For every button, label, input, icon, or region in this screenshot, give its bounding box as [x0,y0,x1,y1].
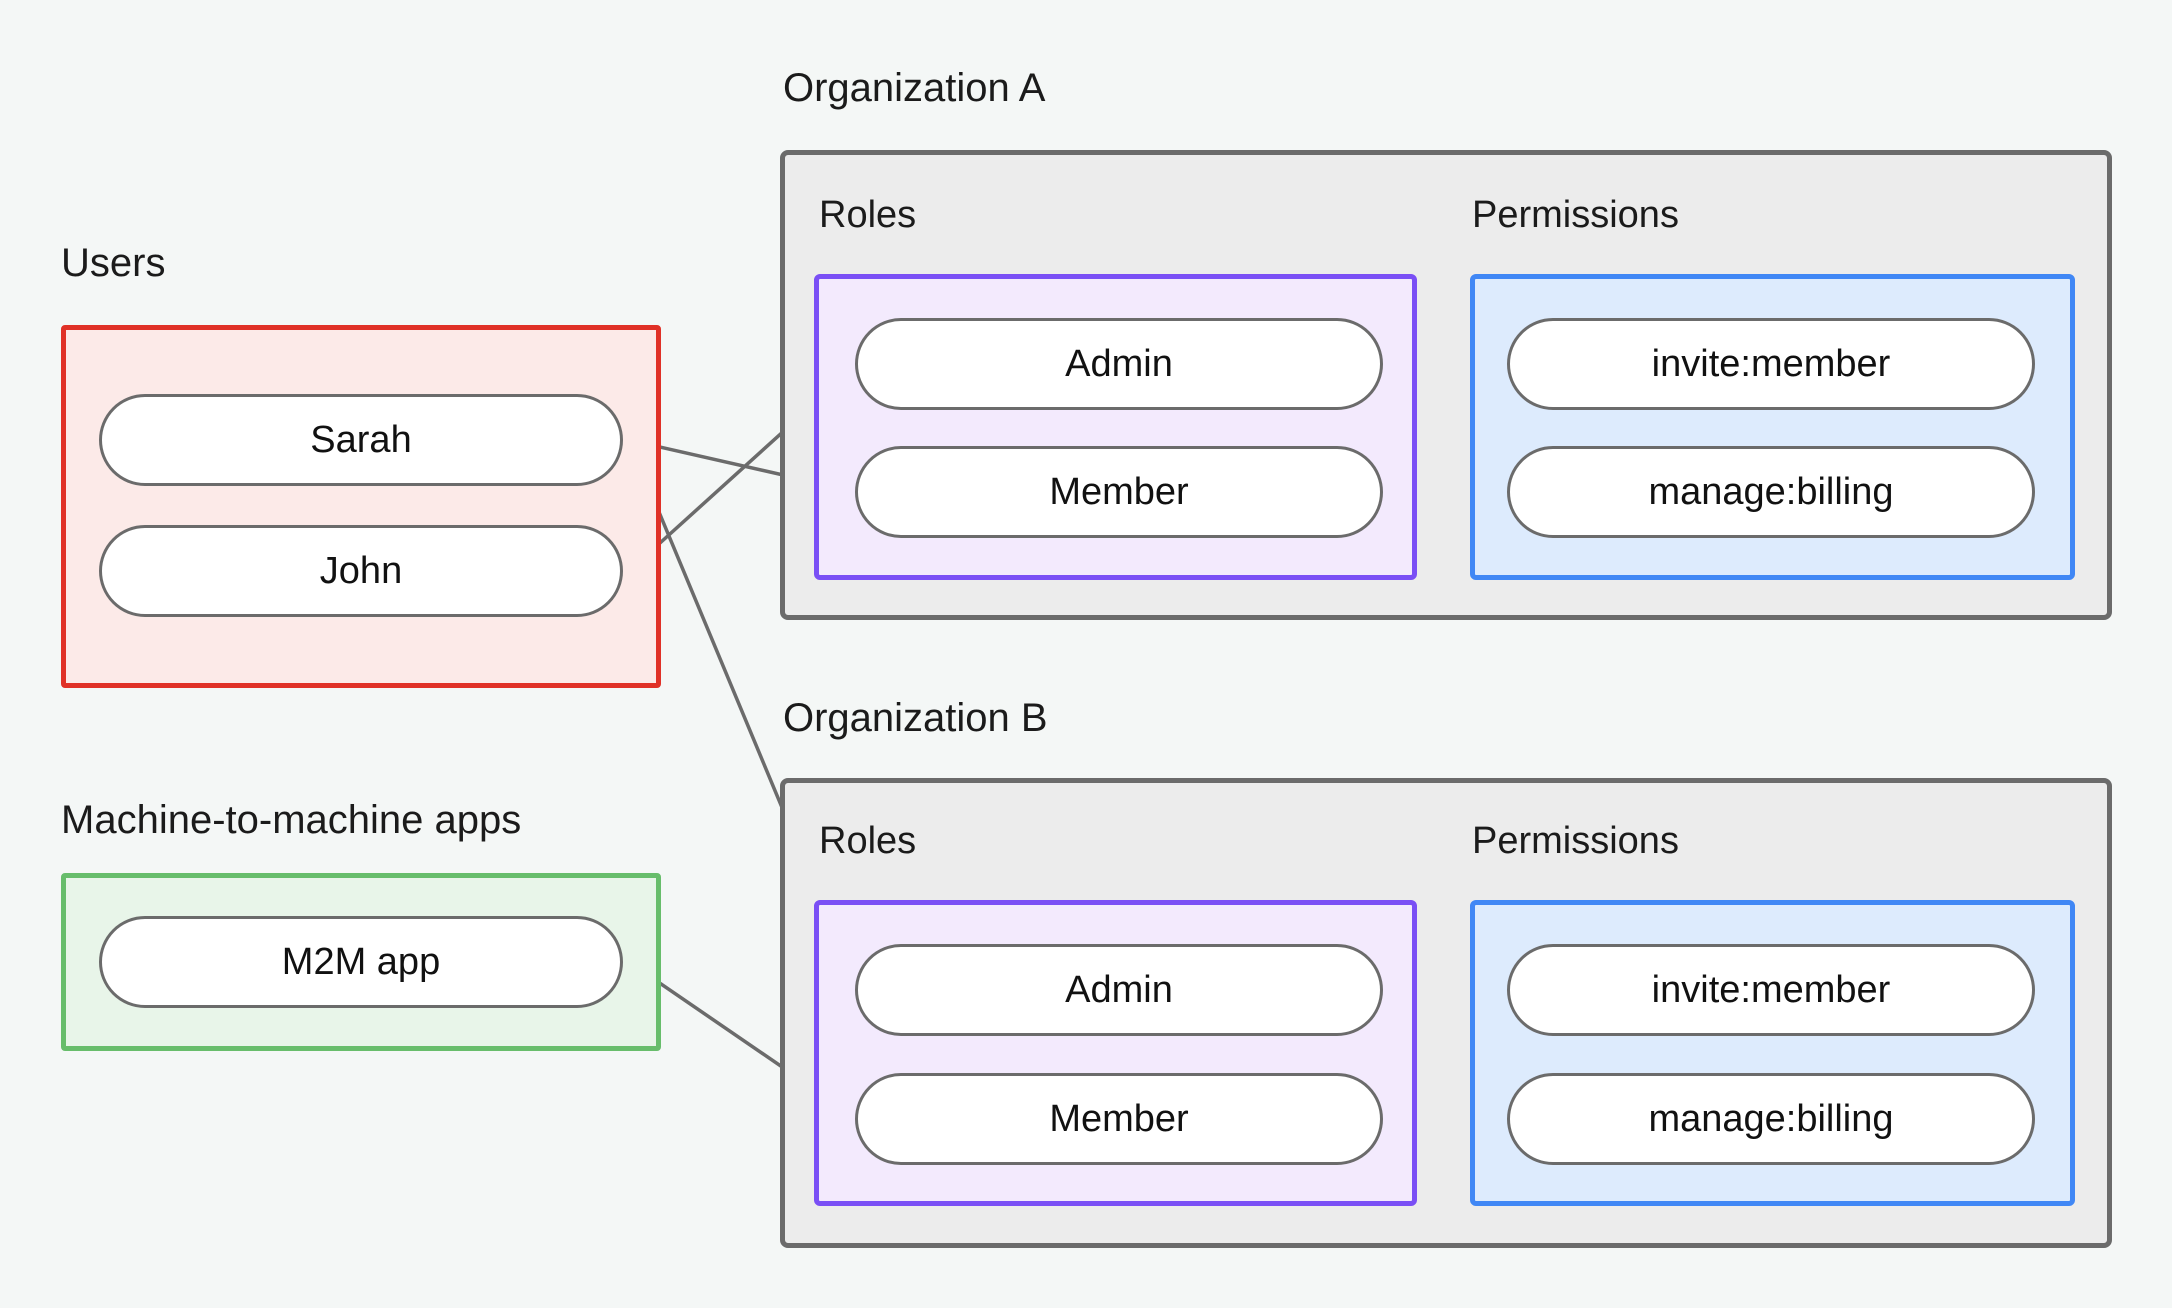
org-a-role-member[interactable]: Member [855,446,1383,538]
org-a-role-admin[interactable]: Admin [855,318,1383,410]
user-node-sarah[interactable]: Sarah [99,394,623,486]
org-b-caption: Organization B [783,696,1048,740]
org-a-permission-invite-member[interactable]: invite:member [1507,318,2035,410]
m2m-caption: Machine-to-machine apps [61,798,522,842]
org-a-roles-caption: Roles [819,194,917,236]
org-b-permission-invite-member[interactable]: invite:member [1507,944,2035,1036]
org-b-role-admin[interactable]: Admin [855,944,1383,1036]
org-b-permission-manage-billing[interactable]: manage:billing [1507,1073,2035,1165]
m2m-node-app[interactable]: M2M app [99,916,623,1008]
org-b-role-member[interactable]: Member [855,1073,1383,1165]
org-a-caption: Organization A [783,66,1046,110]
users-group [61,325,661,688]
users-caption: Users [61,241,166,285]
org-a-permission-manage-billing[interactable]: manage:billing [1507,446,2035,538]
org-b-roles-caption: Roles [819,820,917,862]
org-a-permissions-caption: Permissions [1472,194,1679,236]
user-node-john[interactable]: John [99,525,623,617]
org-b-permissions-caption: Permissions [1472,820,1679,862]
